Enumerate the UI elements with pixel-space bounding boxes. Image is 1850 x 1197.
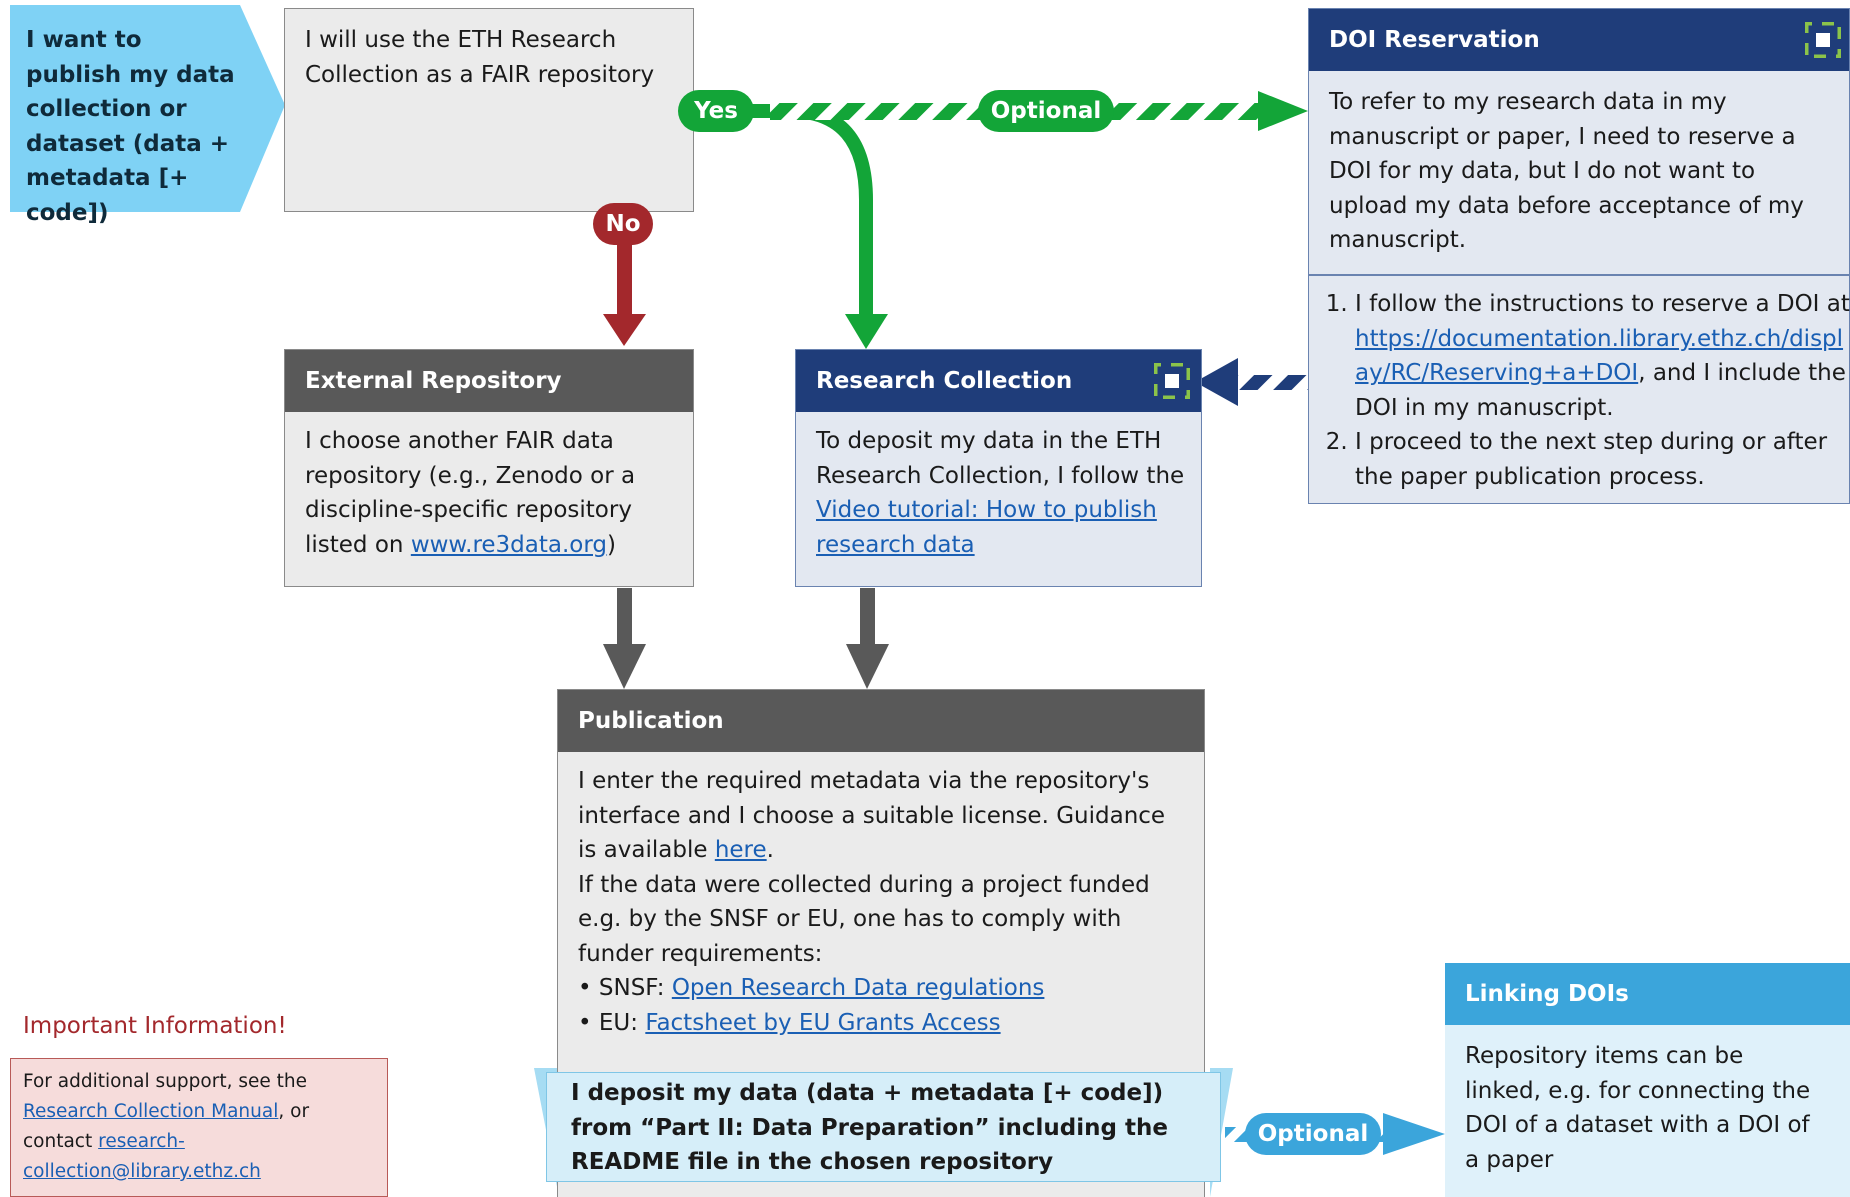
funder-item-snsf: SNSF: Open Research Data regulations: [578, 971, 1190, 1006]
doi-instructions-link[interactable]: https://documentation.library.ethz.ch/di…: [1355, 325, 1844, 387]
rc-to-publication-shaft: [860, 588, 875, 646]
start-chevron: [10, 5, 285, 212]
contact-email-link[interactable]: research-collection@library.ethz.ch: [23, 1131, 261, 1182]
funder-item-eu: EU: Factsheet by EU Grants Access: [578, 1006, 1190, 1041]
optional-label-green: Optional: [978, 90, 1114, 132]
start-text: I want to publish my data collection or …: [26, 27, 235, 226]
doi-back-arrow-shaft: [1230, 375, 1310, 390]
research-collection-text: To deposit my data in the ETH Research C…: [816, 428, 1185, 558]
start-node: I want to publish my data collection or …: [10, 5, 240, 226]
doi-step-2: I proceed to the next step during or aft…: [1355, 425, 1850, 494]
frame-square-icon: [1154, 363, 1190, 399]
no-label: No: [593, 203, 653, 245]
yes-arrow-curve: [720, 104, 873, 316]
linking-dois-text: Repository items can be linked, e.g. for…: [1465, 1043, 1811, 1173]
decision-text: I will use the ETH Research Collection a…: [305, 27, 655, 88]
deposit-text: I deposit my data (data + metadata [+ co…: [571, 1080, 1168, 1175]
doi-step-1: I follow the instructions to reserve a D…: [1355, 287, 1850, 425]
publication-text: I enter the required metadata via the re…: [578, 764, 1190, 1040]
doi-reservation-intro: To refer to my research data in my manus…: [1329, 89, 1804, 253]
rc-to-publication-head: [846, 644, 889, 689]
guidance-here-link[interactable]: here: [714, 837, 767, 863]
research-collection-title: Research Collection: [796, 350, 1201, 412]
external-repository-text: I choose another FAIR data repository (e…: [305, 428, 636, 558]
external-to-publication-shaft: [617, 588, 632, 646]
publication-para-2: If the data were collected during a proj…: [578, 871, 1150, 967]
yes-label: Yes: [678, 90, 754, 132]
important-title: Important Information!: [23, 1013, 287, 1039]
funder-list: SNSF: Open Research Data regulations EU:…: [578, 971, 1190, 1040]
publication-title: Publication: [558, 690, 1204, 752]
re3data-link[interactable]: www.re3data.org: [410, 531, 608, 558]
optional-label-cyan: Optional: [1245, 1113, 1381, 1155]
deposit-ribbon: I deposit my data (data + metadata [+ co…: [546, 1072, 1221, 1182]
linking-dois-title: Linking DOIs: [1445, 963, 1850, 1025]
snsf-regulations-link[interactable]: Open Research Data regulations: [671, 975, 1045, 1001]
important-box: For additional support, see the Research…: [10, 1058, 388, 1197]
research-collection-box: Research Collection To deposit my data i…: [795, 349, 1202, 587]
linking-dois-box: Linking DOIs Repository items can be lin…: [1445, 963, 1850, 1197]
eu-factsheet-link[interactable]: Factsheet by EU Grants Access: [645, 1009, 1001, 1036]
doi-reservation-title: DOI Reservation: [1309, 9, 1849, 71]
doi-reservation-divider: [1309, 274, 1849, 276]
important-text: For additional support, see the Research…: [23, 1071, 310, 1182]
publication-para-1: I enter the required metadata via the re…: [578, 768, 1166, 863]
optional-arrow-head: [1258, 91, 1308, 131]
doi-back-arrow-head: [1195, 358, 1238, 406]
no-arrow-shaft: [617, 228, 632, 316]
frame-square-icon: [1805, 22, 1841, 58]
doi-reservation-box: DOI Reservation To refer to my research …: [1308, 8, 1850, 504]
external-repository-title: External Repository: [285, 350, 693, 412]
doi-reservation-steps: I follow the instructions to reserve a D…: [1329, 287, 1850, 494]
no-arrow-head: [603, 314, 646, 346]
decision-box: I will use the ETH Research Collection a…: [284, 8, 694, 212]
external-to-publication-head: [603, 644, 646, 689]
external-repository-box: External Repository I choose another FAI…: [284, 349, 694, 587]
yes-arrow-head: [845, 314, 888, 349]
video-tutorial-link[interactable]: Video tutorial: How to publish research …: [816, 497, 1157, 558]
linking-arrow-head: [1383, 1113, 1445, 1155]
rc-manual-link[interactable]: Research Collection Manual: [23, 1101, 279, 1122]
